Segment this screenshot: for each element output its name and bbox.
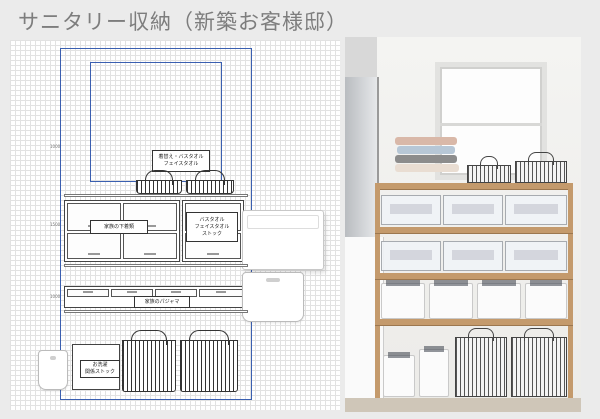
label-upper-towels: 着替え・バスタオル フェイスタオル [152, 150, 210, 172]
case [199, 289, 243, 297]
towel-stack [397, 146, 455, 154]
shelf-board [64, 194, 248, 197]
drawer [67, 233, 121, 259]
label-bath-towel-stock: バスタオル フェイスタオル ストック [186, 212, 238, 242]
towel-stack [395, 155, 457, 163]
towel-stack [395, 137, 457, 145]
label-family-underwear: 家族の下着類 [90, 220, 148, 234]
storage-case-image [242, 210, 324, 270]
bucket-image [38, 350, 68, 390]
shelf-post [375, 185, 380, 412]
drawer [505, 195, 567, 225]
laundry-basket [511, 328, 567, 397]
bucket-image [242, 272, 304, 322]
laundry-basket [122, 330, 176, 392]
page-title: サニタリー収納（新築お客様邸） [18, 10, 348, 34]
drawer [505, 241, 567, 271]
tick-label: 1000 [50, 294, 61, 299]
tick-label: 1000 [50, 144, 61, 149]
shelf-board [375, 273, 573, 280]
wire-basket [136, 170, 182, 194]
drawer [381, 241, 441, 271]
label-detergent-stock: お洗濯 関係ストック [80, 360, 120, 378]
shelf-board [64, 310, 248, 313]
shelf-board [375, 319, 573, 326]
wire-basket [467, 156, 511, 183]
wire-basket [186, 170, 234, 194]
storage-box [525, 280, 567, 319]
drawer [381, 195, 441, 225]
case [67, 289, 109, 297]
drawer [123, 233, 177, 259]
shelf-post [568, 185, 573, 412]
storage-box [429, 280, 473, 319]
tick-label: 1500 [50, 222, 61, 227]
storage-plan-diagram: 1000 1500 1000 500 着替え・バスタオル フェイスタオル 家族の… [10, 40, 340, 410]
laundry-basket [455, 328, 507, 397]
shelf-board [375, 183, 573, 190]
drawer [443, 241, 503, 271]
drawer [443, 195, 503, 225]
storage-box [477, 280, 521, 319]
wire-basket [515, 152, 567, 183]
room-photo [345, 37, 581, 412]
floor [345, 398, 581, 412]
mirror-cabinet [345, 77, 379, 237]
laundry-basket [180, 330, 238, 392]
shelf-board [375, 227, 573, 234]
shelf-board [64, 264, 248, 267]
label-family-pajamas: 家族のパジャマ [134, 296, 190, 308]
stock-box [419, 346, 449, 397]
towel-stack [395, 164, 459, 172]
storage-box [381, 280, 425, 319]
bucket [383, 352, 415, 397]
case [111, 289, 153, 297]
